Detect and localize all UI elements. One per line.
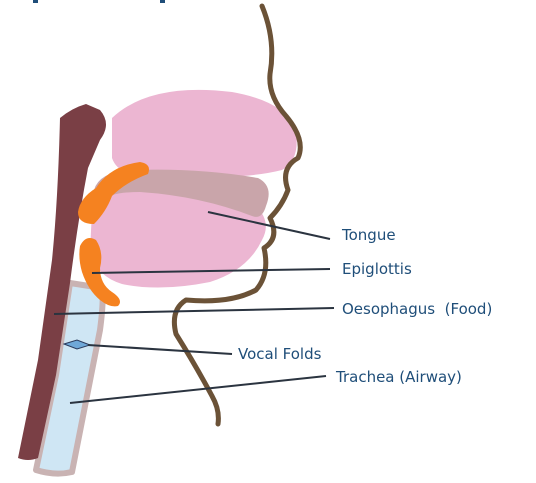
epiglottis-label: Epiglottis — [342, 260, 412, 278]
tongue-label: Tongue — [341, 226, 396, 244]
trachea-label: Trachea (Airway) — [335, 368, 462, 386]
vocal-folds-label: Vocal Folds — [238, 345, 322, 363]
oesophagus-label: Oesophagus (Food) — [342, 300, 492, 318]
trachea-leader-line — [70, 376, 326, 403]
vocal-folds-leader-line — [88, 345, 232, 354]
cropped-heading-fragment — [33, 0, 165, 3]
